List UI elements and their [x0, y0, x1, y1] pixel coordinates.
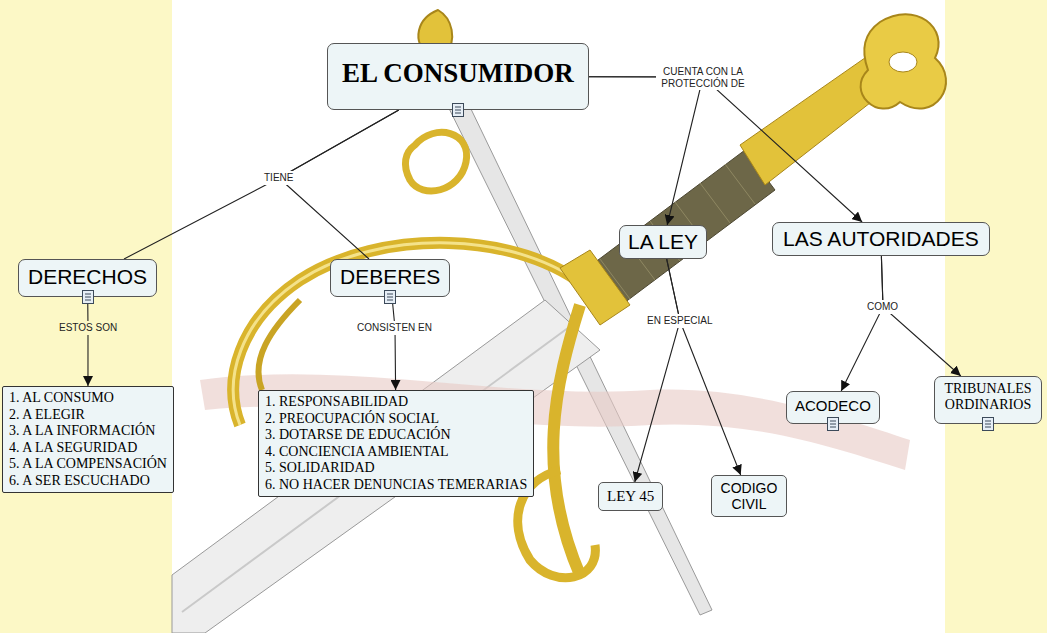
icon-frame — [827, 418, 838, 431]
node-text: 4. A LA SEGURIDAD — [9, 440, 167, 457]
connector — [589, 77, 862, 222]
node-text: 6. NO HACER DENUNCIAS TEMERARIAS — [265, 477, 527, 494]
node-text: DERECHOS — [28, 265, 147, 289]
icon-frame — [385, 291, 396, 304]
concept-box: DEBERES — [330, 259, 450, 297]
icon-line — [985, 424, 991, 425]
node-text: EL CONSUMIDOR — [342, 58, 574, 89]
icon-line — [455, 113, 461, 114]
node-text: 3. A LA INFORMACIÓN — [9, 423, 167, 440]
grip-wire — [700, 183, 730, 223]
node-text: LEY 45 — [607, 488, 654, 505]
photo-ground — [172, 0, 945, 633]
concept-box: DERECHOS — [18, 259, 157, 297]
guard-branch — [553, 305, 580, 575]
guard-ornament — [405, 132, 466, 191]
node-text: 1. AL CONSUMO — [9, 390, 167, 407]
node-text: ACODECO — [795, 397, 871, 414]
guard-loop — [258, 300, 300, 390]
icon-line — [85, 294, 91, 295]
icon-line — [455, 107, 461, 108]
connector — [87, 297, 88, 386]
back-blade — [425, 55, 712, 615]
node-text: LA LEY — [628, 230, 698, 254]
node-text: TRIBUNALES ORDINARIOS — [941, 381, 1035, 413]
icon-line — [387, 294, 393, 295]
resource-icon — [827, 417, 839, 431]
pommel-bar — [740, 30, 925, 185]
linking-phrase: COMO — [864, 300, 901, 314]
resource-icon — [384, 290, 396, 304]
icon-line — [387, 300, 393, 301]
list-box: 1. RESPONSABILIDAD2. PREOCUPACIÓN SOCIAL… — [258, 390, 534, 497]
icon-line — [455, 110, 461, 111]
node-text: 5. SOLIDARIDAD — [265, 460, 527, 477]
concept-box: LEY 45 — [598, 482, 663, 511]
icon-line — [85, 300, 91, 301]
concept-box: LAS AUTORIDADES — [772, 222, 990, 256]
connector — [589, 77, 703, 225]
linking-phrase: ESTOS SON — [56, 321, 120, 335]
icon-frame — [983, 418, 994, 431]
connector — [392, 297, 396, 390]
node-text: 4. CONCIENCIA AMBIENTAL — [265, 444, 527, 461]
node-text: 1. RESPONSABILIDAD — [265, 394, 527, 411]
icon-line — [985, 421, 991, 422]
node-text: 5. A LA COMPENSACIÓN — [9, 456, 167, 473]
connector — [667, 259, 741, 475]
icon-line — [85, 297, 91, 298]
icon-frame — [82, 291, 93, 304]
connector — [635, 259, 680, 482]
concept-box: LA LEY — [619, 225, 707, 259]
concept-box: TRIBUNALES ORDINARIOS — [934, 376, 1042, 424]
pommel-opening — [889, 52, 917, 72]
resource-icon — [82, 290, 94, 304]
linking-phrase: CUENTA CON LA PROTECCIÓN DE — [656, 65, 750, 90]
resource-icon — [982, 417, 994, 431]
main-concept: EL CONSUMIDOR — [327, 43, 589, 110]
resource-icon — [452, 103, 464, 117]
node-text: 3. DOTARSE DE EDUCACIÓN — [265, 427, 527, 444]
connector — [279, 110, 399, 259]
icon-line — [830, 427, 836, 428]
node-text: 2. A ELEGIR — [9, 407, 167, 424]
icon-line — [830, 421, 836, 422]
icon-line — [830, 424, 836, 425]
icon-line — [387, 297, 393, 298]
node-text: DEBERES — [340, 265, 440, 289]
node-text: 6. A SER ESCUCHADO — [9, 473, 167, 490]
connector — [841, 256, 883, 391]
node-text: LAS AUTORIDADES — [783, 227, 979, 251]
node-text: 2. PREOCUPACIÓN SOCIAL — [265, 411, 527, 428]
linking-phrase: EN ESPECIAL — [644, 314, 716, 328]
list-box: 1. AL CONSUMO2. A ELEGIR3. A LA INFORMAC… — [2, 386, 174, 493]
linking-phrase: TIENE — [261, 171, 296, 185]
connector — [881, 256, 960, 376]
pommel — [861, 14, 946, 108]
grip-wire — [725, 164, 755, 204]
concept-box: CODIGO CIVIL — [711, 475, 787, 517]
concept-box: ACODECO — [786, 391, 880, 424]
ferrule — [560, 250, 630, 325]
linking-phrase: CONSISTEN EN — [354, 321, 435, 335]
icon-line — [985, 427, 991, 428]
icon-frame — [452, 104, 463, 117]
node-text: CODIGO CIVIL — [718, 480, 780, 512]
connector — [124, 110, 399, 259]
